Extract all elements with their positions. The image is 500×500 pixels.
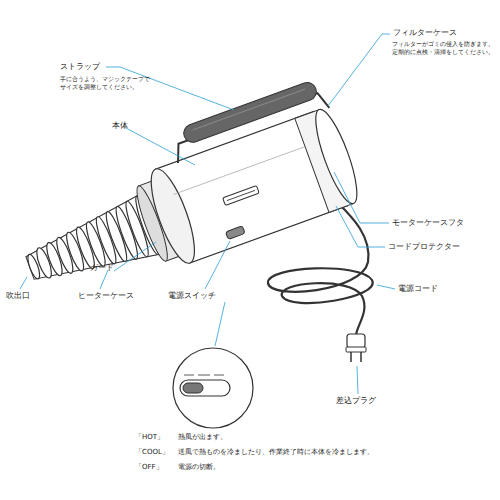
part-name: 吹出口: [6, 291, 30, 301]
part-name: 本体: [112, 121, 128, 131]
part-name: モーターケースフタ: [392, 218, 464, 228]
leader-lines: [20, 34, 395, 394]
note-text: 手に合うよう、マジックテープで サイズを調整してください。: [60, 75, 156, 90]
heat-gun: [3, 77, 365, 315]
part-name: コードプロテクター: [388, 242, 460, 252]
switch-mode: 「COOL」: [135, 448, 169, 457]
part-name: 電源スイッチ: [168, 291, 216, 301]
switch-description: 熱風が出ます。: [178, 433, 227, 442]
plug: [346, 334, 366, 362]
part-name: 差込プラグ: [336, 396, 376, 406]
switch-mode: 「OFF」: [135, 463, 163, 472]
note-text: フィルターがゴミの侵入を防ぎます。 定期的に点検・清掃をしてください。: [392, 40, 498, 55]
switch-description: 送風で熱ものを冷ましたり、作業終了時に本体を冷まします。: [178, 448, 374, 457]
switch-detail: [173, 348, 253, 428]
part-name: ガード: [90, 263, 114, 273]
part-name: フィルターケース: [393, 28, 457, 38]
switch-description: 電源の切断。: [178, 463, 220, 472]
part-name: 電源コード: [398, 284, 438, 294]
part-name: ヒーターケース: [78, 291, 134, 301]
switch-mode: 「HOT」: [135, 433, 164, 442]
part-name: ストラップ: [60, 62, 100, 72]
